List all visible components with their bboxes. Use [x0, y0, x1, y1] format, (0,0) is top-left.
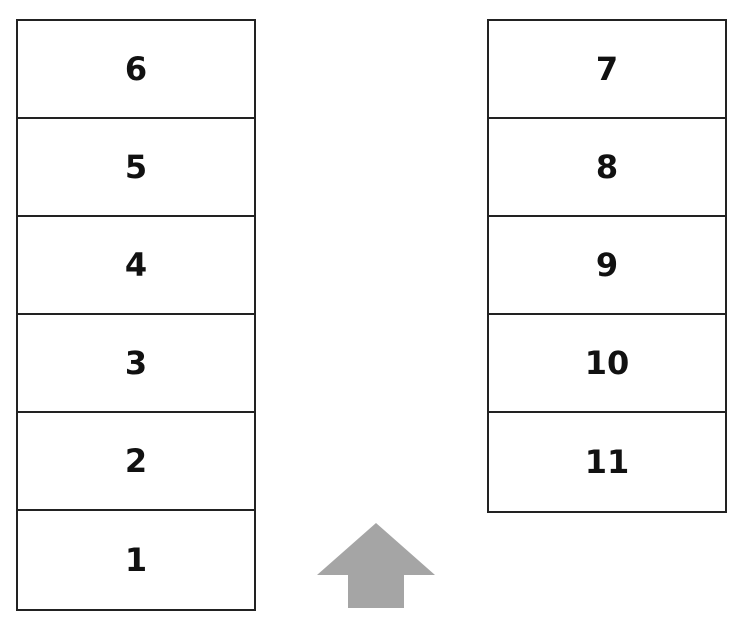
- left-shelf: 6 5 4 3 2 1: [16, 19, 256, 611]
- right-slot-9: 9: [489, 217, 725, 315]
- left-slot-6: 6: [18, 21, 254, 119]
- right-slot-8: 8: [489, 119, 725, 217]
- right-shelf: 7 8 9 10 11: [487, 19, 727, 513]
- left-slot-4: 4: [18, 217, 254, 315]
- right-slot-10: 10: [489, 315, 725, 413]
- left-slot-1: 1: [124, 541, 148, 579]
- left-slot-2: 2: [18, 413, 254, 511]
- left-slot-3: 3: [18, 315, 254, 413]
- right-slot-11: 11: [584, 443, 630, 481]
- up-arrow-icon: [317, 523, 435, 608]
- right-slot-7: 7: [489, 21, 725, 119]
- left-slot-5: 5: [18, 119, 254, 217]
